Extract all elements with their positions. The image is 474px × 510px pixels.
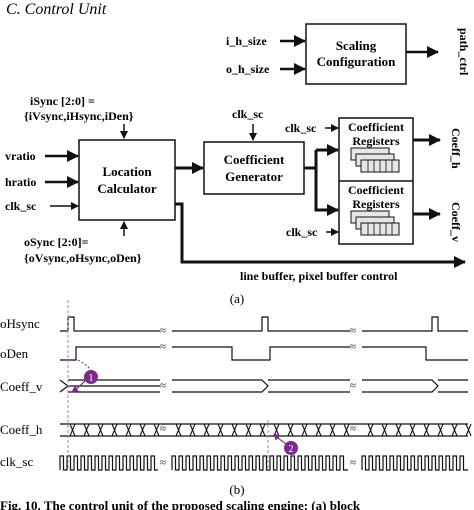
caption-a: (a) xyxy=(230,291,244,306)
coefreg-v-label-1: Coefficient xyxy=(348,183,404,197)
marker-1-circle xyxy=(84,370,98,384)
coeff-h-transition-mark xyxy=(395,423,402,437)
marker-2-text: 2 xyxy=(289,444,294,455)
timing-label-coeff-h: Coeff_h xyxy=(0,422,43,437)
coeff-h-transition-mark xyxy=(381,423,388,437)
line-buffer-label: line buffer, pixel buffer control xyxy=(240,269,398,283)
clk-sc-label-loc: clk_sc xyxy=(5,199,37,213)
coeff-h-transition-mark xyxy=(175,423,182,437)
coeff-h-transition-mark xyxy=(139,423,146,437)
osync-label-1: oSync [2:0]= xyxy=(24,235,89,249)
coeff-h-transition-mark xyxy=(111,423,118,437)
coeff-h-transition-mark xyxy=(315,423,322,437)
oden-waveform xyxy=(60,346,468,361)
svg-text:≈: ≈ xyxy=(160,457,166,469)
scaling-configuration-block xyxy=(305,23,407,85)
isync-label-2: {iVsync,iHsync,iDen} xyxy=(24,109,134,123)
coefreg-v-label-2: Registers xyxy=(352,197,400,211)
svg-text:≈: ≈ xyxy=(350,457,356,469)
coeff-h-transition-mark xyxy=(367,423,374,437)
coeff-h-transition-mark xyxy=(245,423,252,437)
coeff-h-transition-mark xyxy=(329,423,336,437)
break-marks: ≈ ≈ ≈ ≈ ≈ ≈ ≈ ≈ ≈ ≈ xyxy=(160,325,356,469)
timing-label-clk-sc: clk_sc xyxy=(0,454,33,469)
coeff-h-transition-mark xyxy=(451,423,458,437)
gen-to-registers-bus xyxy=(304,150,318,192)
clk-sc-label-reg-h: clk_sc xyxy=(285,121,317,135)
coefreg-h-label-2: Registers xyxy=(352,134,400,148)
coeff-h-transition-mark xyxy=(465,423,472,437)
svg-text:≈: ≈ xyxy=(160,341,166,353)
coeff-h-transition-mark xyxy=(301,423,308,437)
path-ctrl-label: path_ctrl xyxy=(457,28,471,76)
coeff-h-transition-mark xyxy=(437,423,444,437)
coeff-h-transition-mark xyxy=(83,423,90,437)
coeff-h-transition-mark xyxy=(287,423,294,437)
caption-b: (b) xyxy=(229,482,244,497)
coeff-h-waveform xyxy=(60,423,468,437)
scaling-block-label-1: Scaling xyxy=(336,38,377,53)
coeff-h-transition-mark xyxy=(217,423,224,437)
coefficient-generator-block xyxy=(203,141,305,195)
location-block-label-2: Calculator xyxy=(97,181,156,196)
svg-text:≈: ≈ xyxy=(160,380,166,392)
svg-text:≈: ≈ xyxy=(350,325,356,337)
clk-sc-label-reg-v: clk_sc xyxy=(286,225,318,239)
scaling-block-label-2: Configuration xyxy=(317,54,397,69)
ohsync-waveform xyxy=(60,316,468,332)
coeff-h-transition-mark xyxy=(97,423,104,437)
coeff-h-transition-mark xyxy=(69,423,76,437)
coeff-h-transitions xyxy=(69,423,472,437)
o-h-size-label: o_h_size xyxy=(226,62,270,76)
coefreg-h-label-1: Coefficient xyxy=(348,120,404,134)
i-h-size-label: i_h_size xyxy=(226,34,267,48)
marker-2-arrow xyxy=(273,433,287,445)
marker-2-circle xyxy=(284,441,298,455)
coeff-h-transition-mark xyxy=(203,423,210,437)
coeff-h-transition-mark xyxy=(189,423,196,437)
osync-label-2: {oVsync,oHsync,oDen} xyxy=(24,251,142,265)
vratio-label: vratio xyxy=(5,149,36,163)
isync-label-1: iSync [2:0] = xyxy=(30,94,95,108)
coeff-h-transition-mark xyxy=(343,423,350,437)
svg-text:≈: ≈ xyxy=(350,423,356,435)
register-stack-h-icon xyxy=(350,147,400,173)
coeff-h-transition-mark xyxy=(409,423,416,437)
clk-sc-waveform xyxy=(59,455,468,471)
line-buffer-control-arrow xyxy=(175,202,466,268)
coeff-v-label: Coeff_v xyxy=(449,202,463,242)
coeff-h-transition-mark xyxy=(153,423,160,437)
timing-label-ohsync: oHsync xyxy=(0,316,40,331)
svg-text:≈: ≈ xyxy=(350,341,356,353)
figure-caption: Fig. 10. The control unit of the propose… xyxy=(0,498,361,510)
svg-text:≈: ≈ xyxy=(350,380,356,392)
hratio-label: hratio xyxy=(5,175,36,189)
coeff-h-transition-mark xyxy=(259,423,266,437)
clk-sc-label-gen: clk_sc xyxy=(232,107,264,121)
coeff-h-transition-mark xyxy=(125,423,132,437)
marker-1-text: 1 xyxy=(89,373,94,384)
svg-text:≈: ≈ xyxy=(160,325,166,337)
coeff-h-transition-mark xyxy=(423,423,430,437)
coeff-v-waveform xyxy=(59,379,468,393)
location-calculator-block xyxy=(78,139,176,221)
svg-text:≈: ≈ xyxy=(160,423,166,435)
location-block-label-1: Location xyxy=(102,164,152,179)
timing-label-coeff-v: Coeff_v xyxy=(0,379,43,394)
section-title: C. Control Unit xyxy=(6,1,107,18)
register-stack-v-icon xyxy=(350,210,400,236)
coefgen-block-label-1: Coefficient xyxy=(224,152,285,167)
coefgen-block-label-2: Generator xyxy=(225,169,283,184)
gen-to-reg-v-arrow xyxy=(314,192,339,216)
timing-label-oden: oDen xyxy=(0,346,29,361)
coeff-h-label: Coeff_h xyxy=(449,128,463,169)
timing-diagram xyxy=(59,316,468,471)
coeff-h-transition-mark xyxy=(231,423,238,437)
marker-1-arrow-2 xyxy=(71,379,87,393)
